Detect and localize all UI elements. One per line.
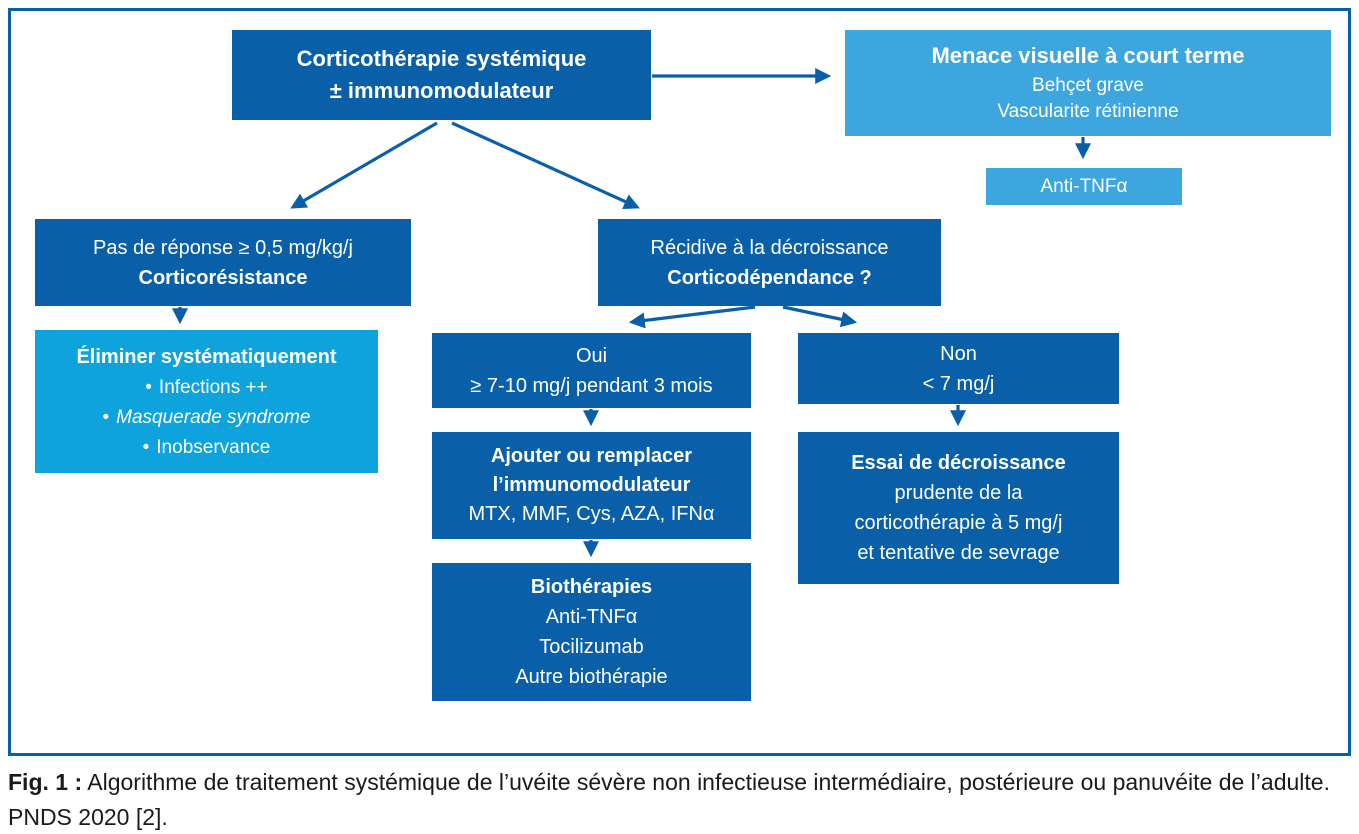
figure-caption: Fig. 1 : Algorithme de traitement systém… xyxy=(8,765,1353,834)
node-anti-tnf: Anti-TNFα xyxy=(986,168,1182,205)
node-menace-visuelle: Menace visuelle à court terme Behçet gra… xyxy=(845,30,1331,136)
node-ajouter-line1: Ajouter ou remplacer xyxy=(490,445,693,467)
node-eliminer-item3-label: Inobservance xyxy=(156,436,271,458)
node-essai-line1: Essai de décroissance xyxy=(851,452,1066,474)
node-pas-de-reponse-line2: Corticorésistance xyxy=(138,266,308,289)
node-ajouter-remplacer: Ajouter ou remplacer l’immunomodulateur … xyxy=(432,432,751,539)
bullet-icon: • xyxy=(145,376,152,398)
node-oui: Oui ≥ 7-10 mg/j pendant 3 mois xyxy=(432,333,751,408)
node-essai-line3: corticothérapie à 5 mg/j xyxy=(854,512,1063,534)
node-biotherapies: Biothérapies Anti-TNFα Tocilizumab Autre… xyxy=(432,563,751,701)
node-eliminer-item2-label: Masquerade syndrome xyxy=(116,406,311,428)
node-menace-title: Menace visuelle à court terme xyxy=(931,43,1245,68)
node-oui-line2: ≥ 7-10 mg/j pendant 3 mois xyxy=(470,374,713,397)
node-eliminer-item-inobservance: • Inobservance xyxy=(143,433,271,463)
node-oui-line1: Oui xyxy=(575,344,608,367)
node-ajouter-line2: l’immunomodulateur xyxy=(492,474,691,496)
figure-caption-label: Fig. 1 : xyxy=(8,769,83,795)
node-non: Non < 7 mg/j xyxy=(798,333,1119,404)
node-biotherapies-title: Biothérapies xyxy=(530,576,653,598)
node-biotherapies-line3: Autre biothérapie xyxy=(515,666,668,688)
node-eliminer-item-masquerade: • Masquerade syndrome xyxy=(103,403,311,433)
node-biotherapies-line2: Tocilizumab xyxy=(539,636,644,658)
node-essai-line2: prudente de la xyxy=(894,482,1023,504)
node-pas-de-reponse-line1: Pas de réponse ≥ 0,5 mg/kg/j xyxy=(92,236,353,259)
bullet-icon: • xyxy=(142,436,150,458)
node-menace-line2: Vascularite rétinienne xyxy=(997,101,1179,122)
node-non-line2: < 7 mg/j xyxy=(922,372,995,395)
node-corticotherapie-line1: Corticothérapie systémique xyxy=(296,46,587,71)
bullet-icon: • xyxy=(102,406,110,428)
node-corticotherapie-line2: ± immunomodulateur xyxy=(329,78,554,103)
node-corticotherapie-systemique: Corticothérapie systémique ± immunomodul… xyxy=(232,30,651,120)
node-menace-line1: Behçet grave xyxy=(1032,75,1144,96)
node-anti-tnf-label: Anti-TNFα xyxy=(1040,175,1128,197)
node-pas-de-reponse: Pas de réponse ≥ 0,5 mg/kg/j Corticorési… xyxy=(35,219,411,306)
flowchart-frame xyxy=(8,8,1351,756)
node-recidive: Récidive à la décroissance Corticodépend… xyxy=(598,219,941,306)
node-non-line1: Non xyxy=(940,342,977,365)
figure-caption-text: Algorithme de traitement systémique de l… xyxy=(8,769,1330,830)
node-recidive-line1: Récidive à la décroissance xyxy=(650,236,889,259)
node-eliminer-item1-label: Infections ++ xyxy=(158,376,268,398)
node-essai-decroissance: Essai de décroissance prudente de la cor… xyxy=(798,432,1119,584)
node-eliminer-item-infections: • Infections ++ xyxy=(145,373,267,403)
node-eliminer-title: Éliminer systématiquement xyxy=(76,345,337,368)
node-eliminer-systematiquement: Éliminer systématiquement • Infections ++… xyxy=(35,330,378,473)
node-biotherapies-line1: Anti-TNFα xyxy=(545,606,638,628)
node-essai-line4: et tentative de sevrage xyxy=(857,542,1060,564)
node-ajouter-line3: MTX, MMF, Cys, AZA, IFNα xyxy=(468,503,715,525)
node-recidive-line2: Corticodépendance ? xyxy=(667,266,872,289)
